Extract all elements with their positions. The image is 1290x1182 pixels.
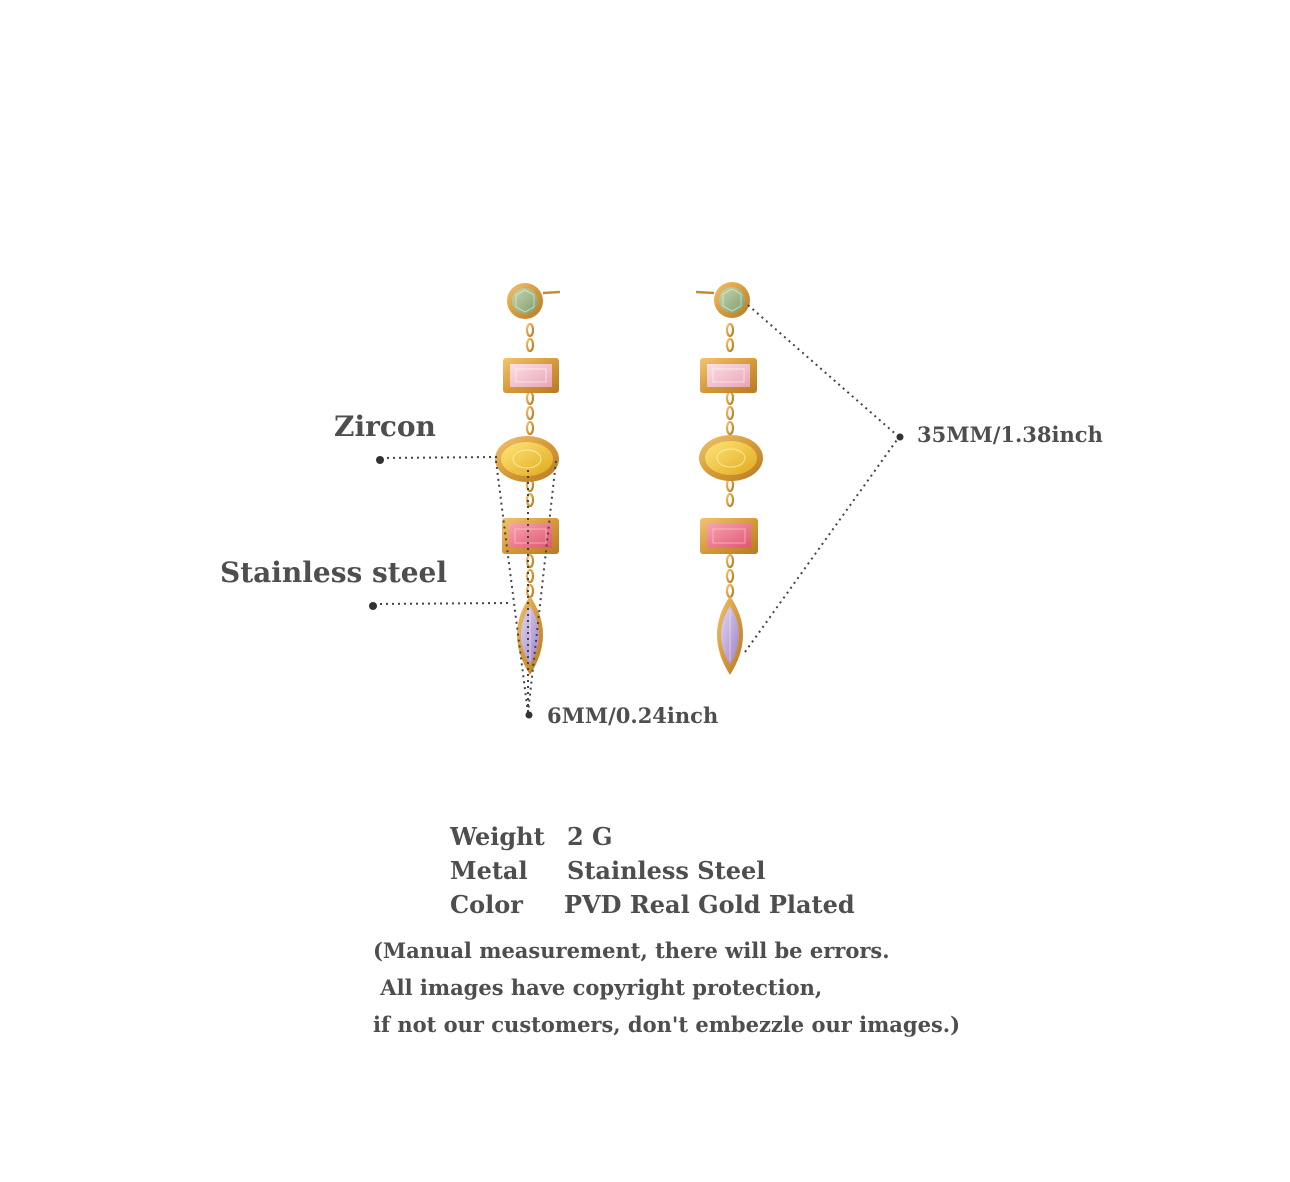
right-post bbox=[695, 290, 715, 295]
zircon-dot bbox=[376, 456, 384, 464]
width-dot bbox=[525, 711, 533, 719]
left-earring bbox=[495, 283, 561, 675]
spec-key: Metal bbox=[450, 856, 528, 885]
left-yellow-stone bbox=[495, 436, 559, 482]
total-length-label: 35MM/1.38inch bbox=[917, 422, 1103, 447]
right-coral-stone bbox=[700, 518, 758, 554]
note-line: if not our customers, don't embezzle our… bbox=[373, 1012, 961, 1037]
note-line: All images have copyright protection, bbox=[373, 975, 823, 1000]
left-green-stone bbox=[507, 283, 543, 319]
note-line: (Manual measurement, there will be error… bbox=[373, 938, 890, 963]
disclaimer-note: (Manual measurement, there will be error… bbox=[373, 932, 960, 1043]
left-pink-stone bbox=[503, 358, 559, 393]
spec-key: Weight bbox=[450, 822, 545, 851]
stainless-steel-label: Stainless steel bbox=[220, 556, 447, 589]
leader-dots bbox=[369, 433, 904, 719]
left-post bbox=[542, 290, 561, 295]
right-pink-stone bbox=[700, 358, 757, 393]
left-lilac-stone bbox=[517, 596, 543, 675]
leader-lines bbox=[373, 304, 900, 714]
spec-value: 2 G bbox=[567, 822, 613, 851]
spec-key: Color bbox=[450, 890, 523, 919]
right-green-stone bbox=[714, 282, 750, 318]
stone-width-label: 6MM/0.24inch bbox=[547, 703, 719, 728]
spec-value: Stainless Steel bbox=[567, 856, 766, 885]
left-coral-stone bbox=[502, 518, 559, 554]
left-chain bbox=[525, 322, 535, 599]
right-lilac-stone bbox=[717, 596, 743, 675]
steel-dot bbox=[369, 602, 377, 610]
zircon-label: Zircon bbox=[334, 410, 436, 443]
right-yellow-stone bbox=[699, 435, 763, 481]
spec-value: PVD Real Gold Plated bbox=[564, 890, 855, 919]
length-dot bbox=[896, 433, 904, 441]
right-earring bbox=[695, 282, 763, 675]
